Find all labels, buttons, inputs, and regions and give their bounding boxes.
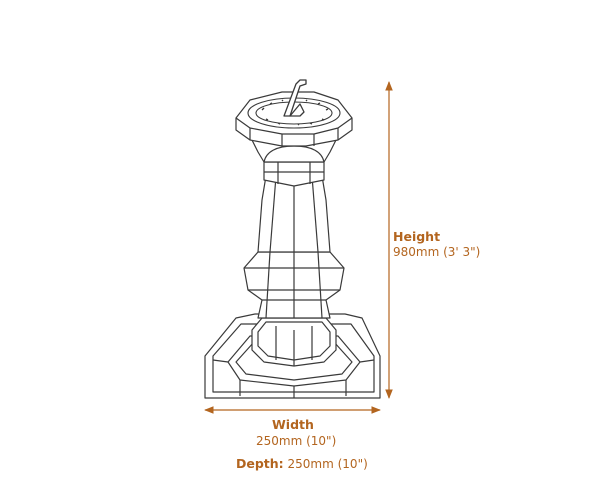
width-label: Width (272, 417, 314, 432)
depth-row: Depth: 250mm (10") (236, 456, 368, 471)
height-label: Height (393, 229, 441, 244)
sundial-gnomon (283, 79, 307, 117)
height-value: 980mm (3' 3") (393, 245, 481, 259)
depth-value: 250mm (10") (287, 457, 368, 471)
pedestal-baluster (243, 251, 345, 319)
pedestal-column (257, 161, 331, 253)
depth-label: Depth: (236, 456, 284, 471)
pedestal-lower-collar (251, 317, 337, 367)
width-value: 250mm (10") (256, 434, 337, 448)
